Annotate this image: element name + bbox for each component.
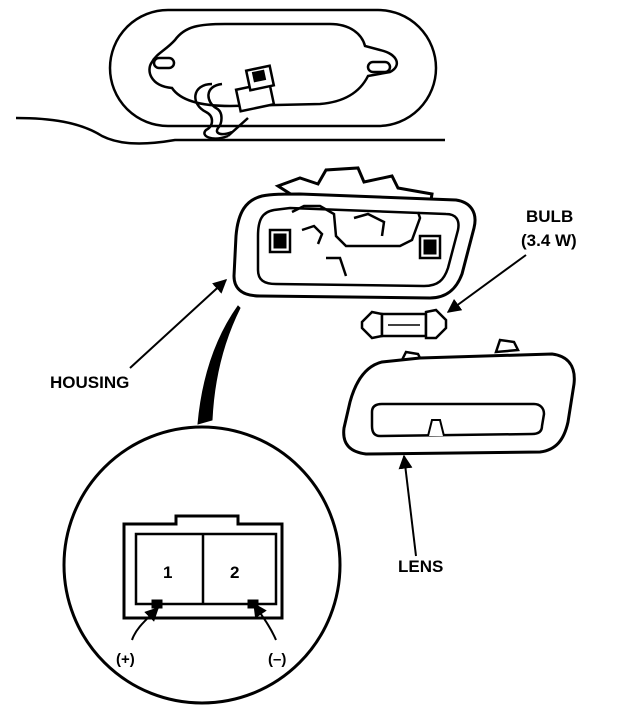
plus-leader — [131, 607, 159, 641]
minus-leader — [253, 602, 277, 641]
minus-label: (–) — [268, 651, 286, 668]
housing-leader — [129, 279, 228, 369]
roof-harness-connector — [194, 64, 276, 140]
plus-label: (+) — [116, 651, 135, 668]
bulb-rating-label: (3.4 W) — [521, 231, 577, 250]
lens — [342, 338, 576, 456]
bulb — [360, 308, 448, 340]
terminal-1-label: 1 — [163, 563, 172, 582]
lens-leader — [398, 454, 417, 557]
roof-panel — [15, 8, 445, 145]
terminal-2-label: 2 — [230, 563, 239, 582]
bulb-leader — [446, 254, 527, 313]
lens-label: LENS — [398, 557, 443, 576]
housing — [232, 166, 477, 300]
magnify-pointer — [197, 305, 241, 425]
bulb-label: BULB — [526, 207, 573, 226]
connector-detail — [62, 425, 342, 705]
leader-lines — [129, 254, 527, 641]
housing-label: HOUSING — [50, 373, 129, 392]
